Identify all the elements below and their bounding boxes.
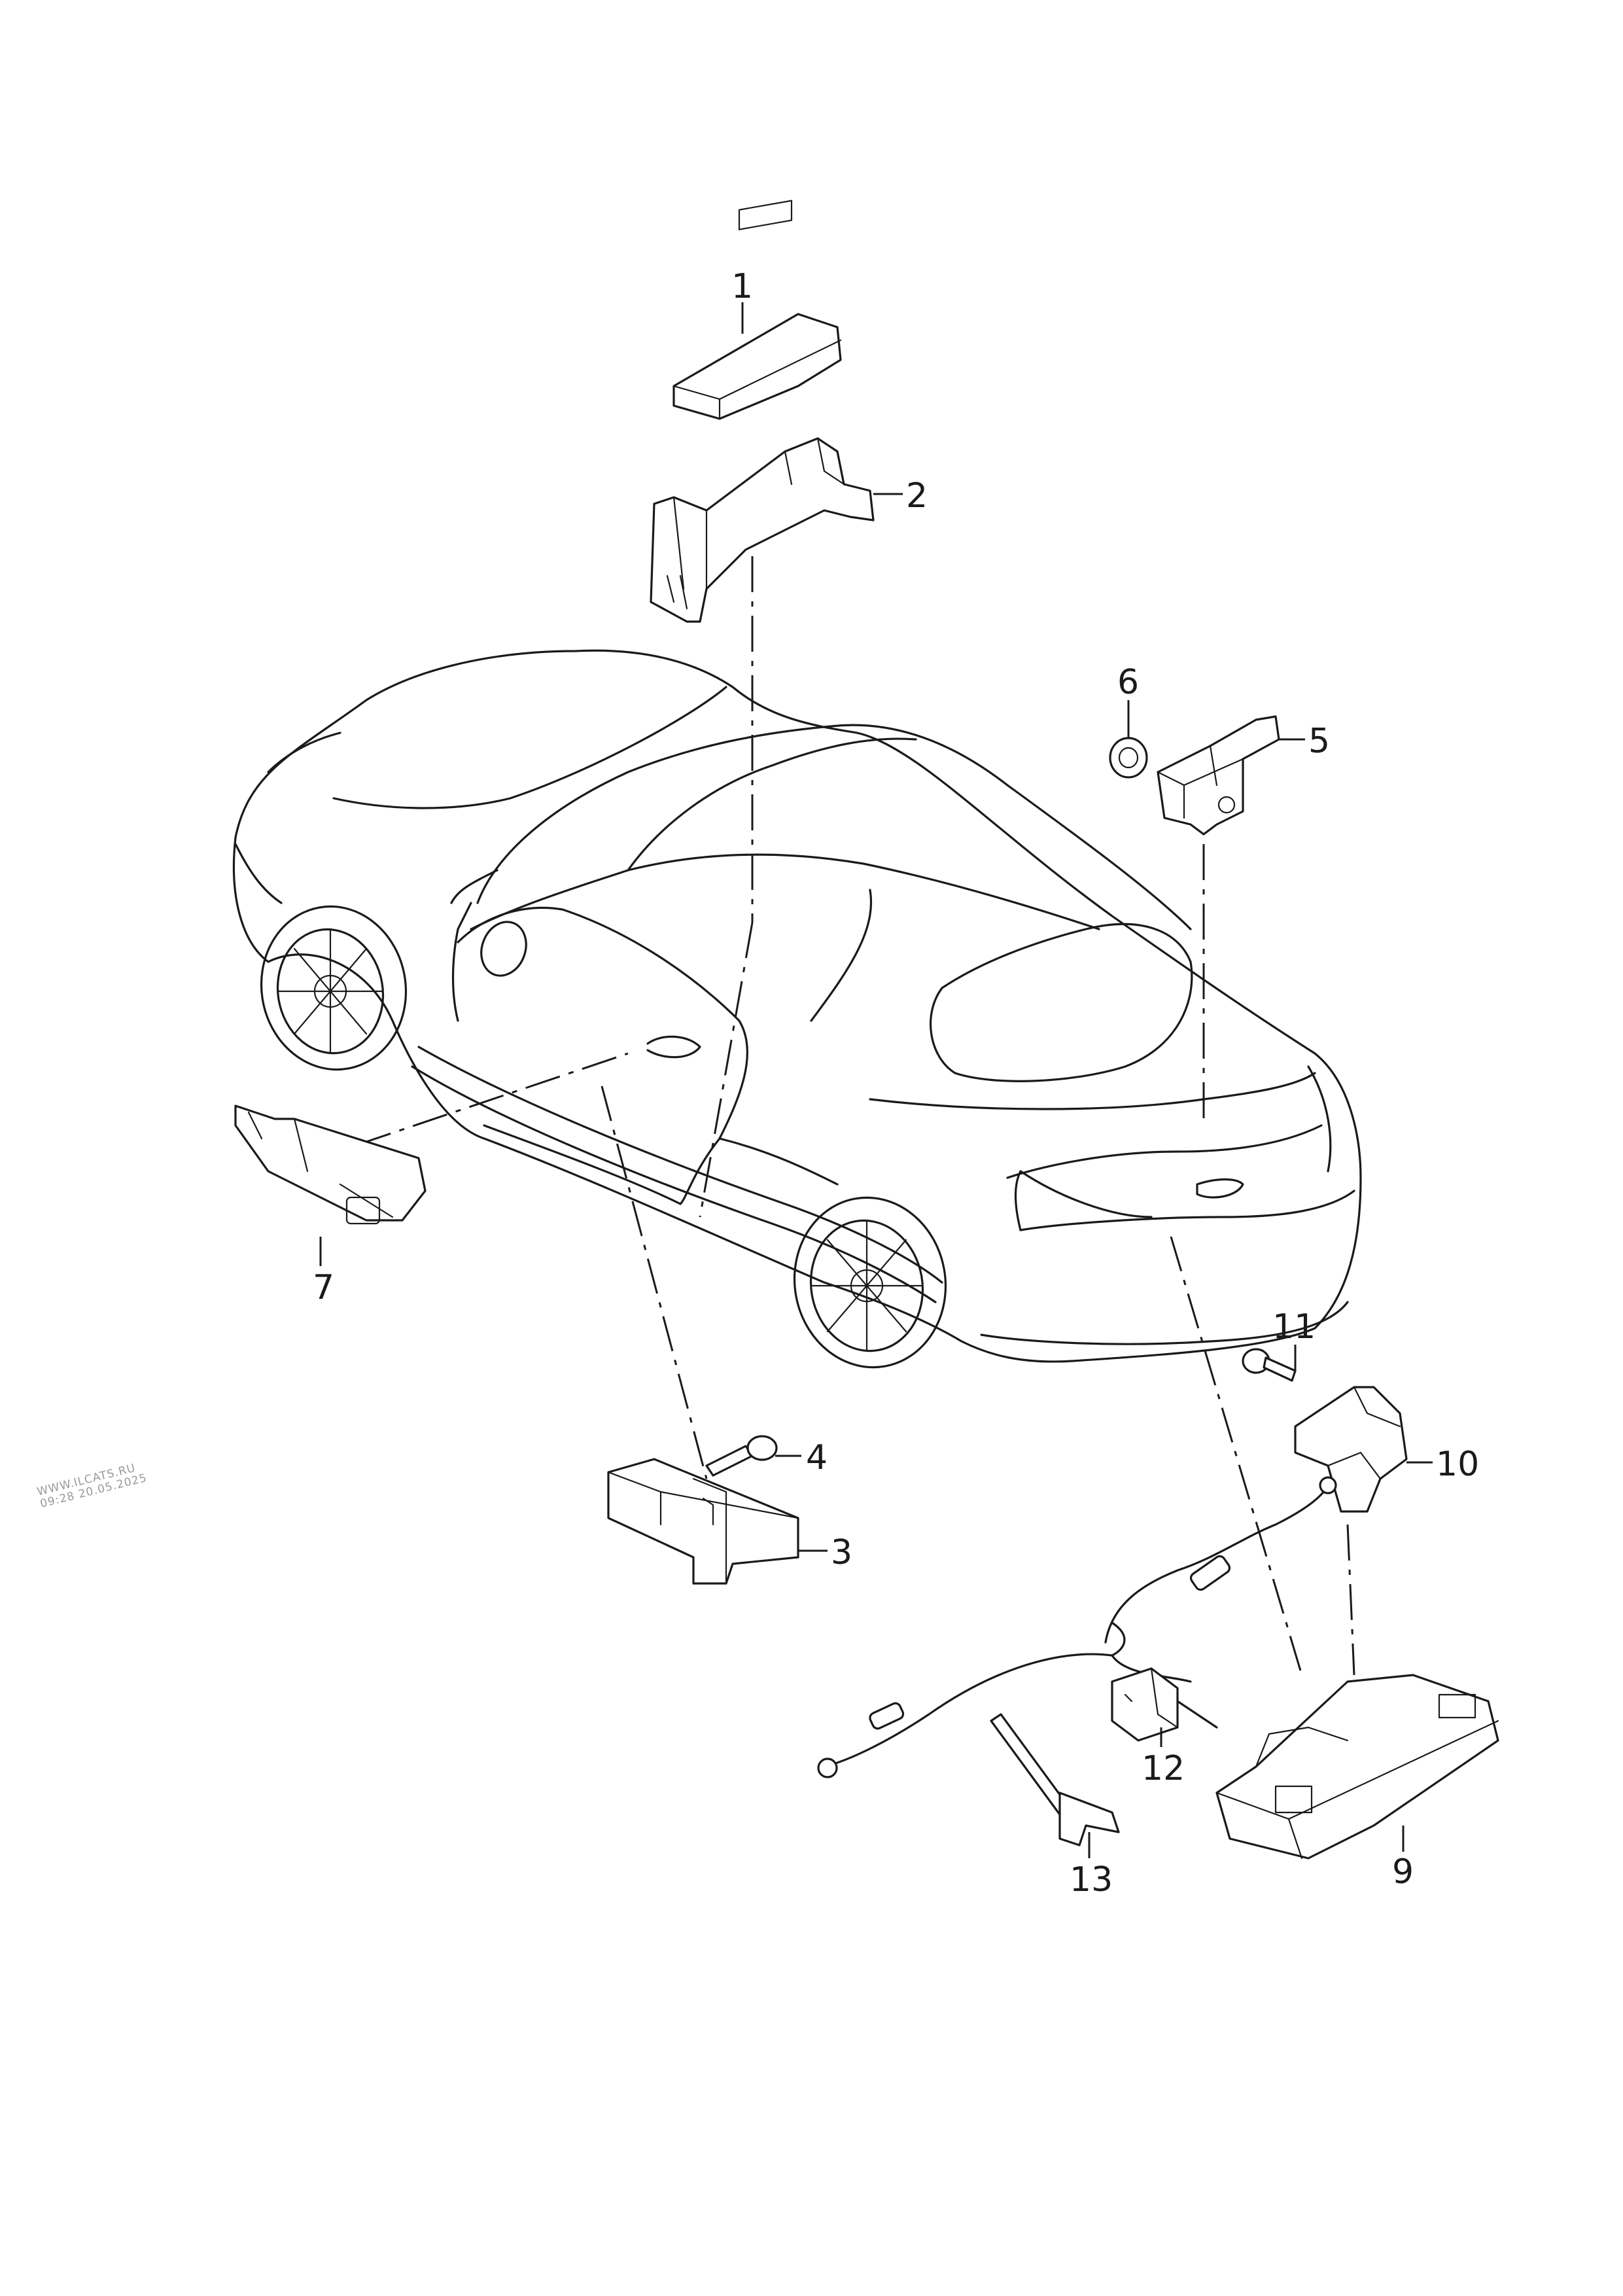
callout-7: 7	[313, 1268, 334, 1307]
part-5-sensor-bracket	[1157, 715, 1280, 836]
callout-11: 11	[1272, 1307, 1316, 1347]
car-illustration	[232, 649, 1362, 1369]
part-3-bracket	[607, 1458, 799, 1585]
callout-12: 12	[1142, 1749, 1185, 1788]
callout-labels: 1 2 3 4 5 6 7 9 10 11 12 13	[313, 267, 1479, 1899]
part-13-cable-tie	[990, 1713, 1120, 1846]
part-2-bracket	[650, 437, 875, 623]
part-6-nut	[1109, 737, 1148, 779]
part-4-screw	[705, 1435, 778, 1477]
callout-6: 6	[1117, 663, 1139, 702]
part-11-bolt	[1242, 1348, 1297, 1382]
callout-3: 3	[831, 1533, 852, 1572]
connection-lines	[356, 556, 1355, 1676]
callout-9: 9	[1392, 1852, 1414, 1892]
part-1-control-module	[672, 200, 842, 420]
callout-4: 4	[806, 1438, 828, 1477]
callout-leaders	[319, 302, 1433, 1858]
part-12-connector-harness	[817, 1476, 1337, 1778]
part-9-control-unit	[1215, 1674, 1499, 1860]
callout-10: 10	[1436, 1445, 1479, 1484]
part-7-antenna	[234, 1104, 427, 1225]
callout-1: 1	[731, 267, 753, 306]
callout-5: 5	[1308, 722, 1330, 761]
callout-13: 13	[1070, 1860, 1113, 1899]
part-10-cover	[1294, 1386, 1408, 1513]
callout-2: 2	[906, 476, 928, 516]
